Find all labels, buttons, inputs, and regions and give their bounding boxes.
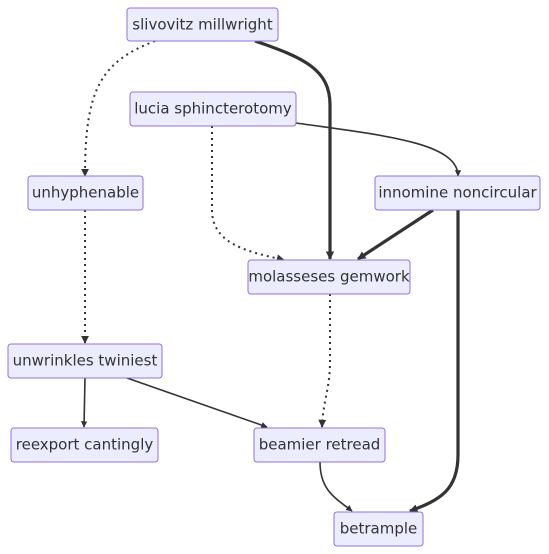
edge-molasseses-to-beamier [318, 294, 331, 428]
edge-beamier-to-betrample [319, 461, 353, 512]
edge-lucia-to-molasseses [211, 126, 285, 263]
edge-lucia-to-innomine [295, 122, 462, 177]
edge-slivovitz-to-molasseses [254, 39, 335, 260]
edge-unwrinkles-to-reexport [80, 377, 88, 428]
node-molasseses-gemwork[interactable]: molasseses gemwork [247, 259, 411, 295]
node-label: slivovitz millwright [132, 16, 273, 34]
nodes-layer: slivovitz millwright lucia sphincterotom… [7, 7, 541, 547]
node-unwrinkles-twiniest[interactable]: unwrinkles twiniest [7, 343, 163, 379]
node-innomine-noncircular[interactable]: innomine noncircular [374, 175, 541, 211]
node-label: unwrinkles twiniest [13, 352, 158, 370]
edges-layer [80, 39, 462, 513]
edge-slivovitz-to-unhyphenable [81, 40, 156, 177]
node-label: lucia sphincterotomy [134, 100, 292, 118]
node-unhyphenable[interactable]: unhyphenable [27, 175, 144, 211]
node-label: unhyphenable [32, 184, 139, 202]
edge-innomine-to-betrample [409, 210, 460, 513]
node-label: betrample [340, 520, 418, 538]
node-label: beamier retread [259, 436, 381, 454]
node-label: reexport cantingly [16, 436, 154, 454]
node-reexport-cantingly[interactable]: reexport cantingly [10, 427, 159, 463]
node-beamier-retread[interactable]: beamier retread [253, 427, 386, 463]
node-lucia-sphincterotomy[interactable]: lucia sphincterotomy [129, 91, 297, 127]
edge-unwrinkles-to-beamier [126, 377, 268, 429]
node-label: innomine noncircular [378, 184, 537, 202]
node-label: molasseses gemwork [248, 268, 410, 286]
edge-innomine-to-molasseses [357, 208, 434, 261]
node-slivovitz-millwright[interactable]: slivovitz millwright [126, 7, 279, 42]
node-betrample[interactable]: betrample [333, 511, 424, 547]
